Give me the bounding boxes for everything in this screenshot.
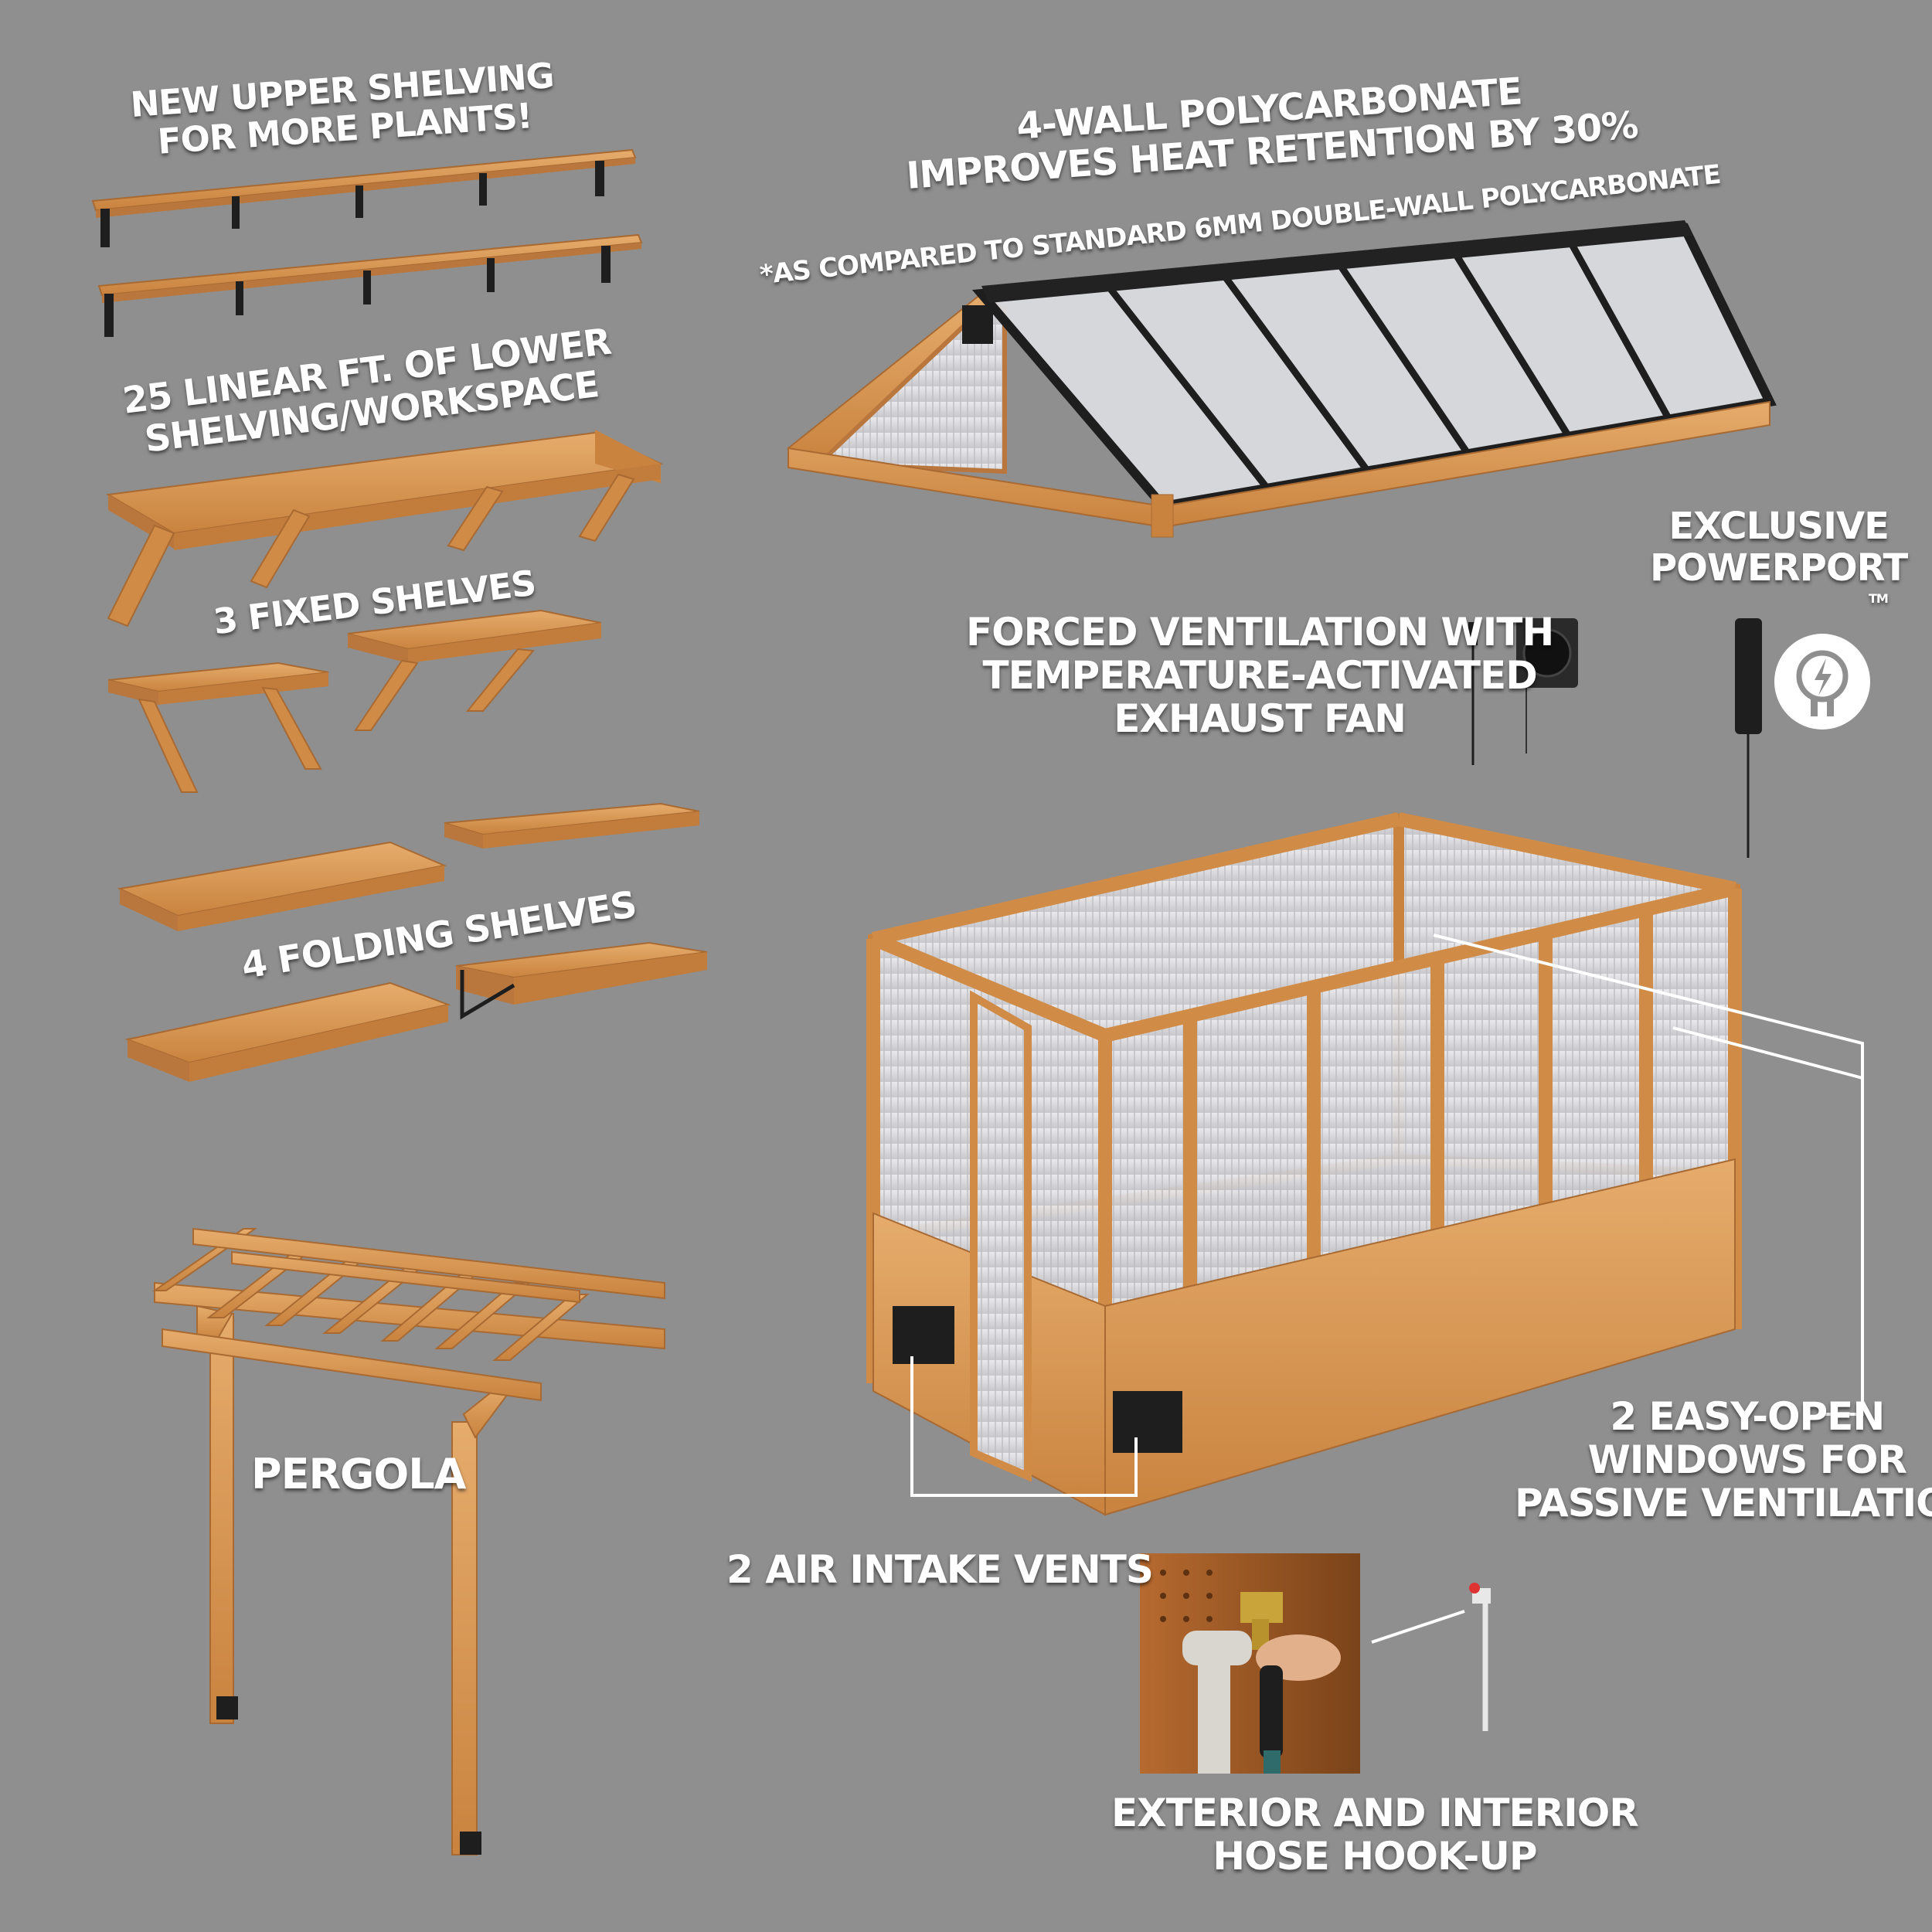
powerport (1735, 618, 1762, 858)
power-plug-icon (1774, 634, 1870, 730)
pergola (151, 1227, 665, 1855)
windows-line-2: WINDOWS FOR (1587, 1437, 1907, 1482)
ventilation-line-2: TEMPERATURE-ACTIVATED (982, 653, 1537, 698)
hose-hookup-photo (1140, 1553, 1360, 1774)
windows-line-3: PASSIVE VENTILATION (1515, 1481, 1932, 1526)
hose-line-1: EXTERIOR AND INTERIOR (1111, 1791, 1639, 1835)
lower-workspace-shelf (105, 430, 664, 628)
ventilation-line-3: EXHAUST FAN (1114, 696, 1406, 741)
ventilation-line-1: FORCED VENTILATION WITH (966, 610, 1554, 655)
exhaust-fan (1468, 618, 1578, 765)
upper-shelving (91, 148, 643, 337)
fixed-shelves (107, 609, 602, 793)
windows-label: 2 EASY-OPEN WINDOWS FOR PASSIVE VENTILAT… (1515, 1395, 1932, 1525)
powerport-label: EXCLUSIVE POWERPORT (1650, 505, 1908, 590)
callout-lines (910, 934, 1864, 1644)
powerport-line-2: POWERPORT (1650, 546, 1908, 590)
powerport-line-1: EXCLUSIVE (1668, 505, 1889, 548)
air-vents-label: 2 AIR INTAKE VENTS (726, 1547, 1154, 1592)
hose-label: EXTERIOR AND INTERIOR HOSE HOOK-UP (1111, 1791, 1639, 1879)
hose-line-2: HOSE HOOK-UP (1213, 1834, 1537, 1879)
roof-assembly (787, 220, 1777, 538)
folding-shelves (117, 802, 708, 1082)
greenhouse-body (866, 812, 1742, 1516)
ventilation-label: FORCED VENTILATION WITH TEMPERATURE-ACTI… (966, 610, 1554, 741)
powerport-trademark: TM (1869, 591, 1889, 606)
pergola-label: PERGOLA (251, 1450, 466, 1498)
windows-line-1: 2 EASY-OPEN (1610, 1394, 1885, 1439)
hose-spigot-part (1469, 1583, 1491, 1731)
